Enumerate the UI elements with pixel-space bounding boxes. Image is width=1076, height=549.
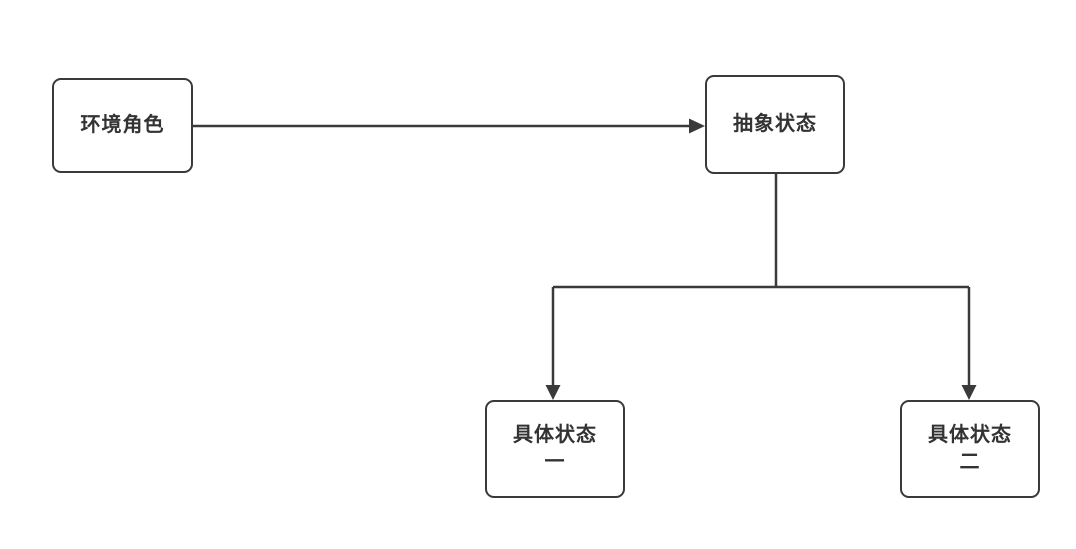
node-concrete-state-2-label: 具体状态 xyxy=(928,424,1012,446)
node-abstract-state: 抽象状态 xyxy=(705,75,845,174)
arrowhead-down-icon xyxy=(545,385,561,400)
node-concrete-state-1: 具体状态 一 xyxy=(485,400,625,498)
arrowhead-right-icon xyxy=(689,118,705,134)
node-concrete-state-2-label-line2: 二 xyxy=(959,451,981,473)
node-concrete-state-1-label: 具体状态 xyxy=(513,424,597,446)
node-concrete-state-2: 具体状态 二 xyxy=(900,400,1040,498)
node-env-role: 环境角色 xyxy=(52,78,193,173)
node-concrete-state-1-label-line2: 一 xyxy=(544,451,566,473)
node-env-role-label: 环境角色 xyxy=(80,114,165,136)
node-abstract-state-label: 抽象状态 xyxy=(733,113,817,135)
arrowhead-down-icon xyxy=(961,385,977,400)
